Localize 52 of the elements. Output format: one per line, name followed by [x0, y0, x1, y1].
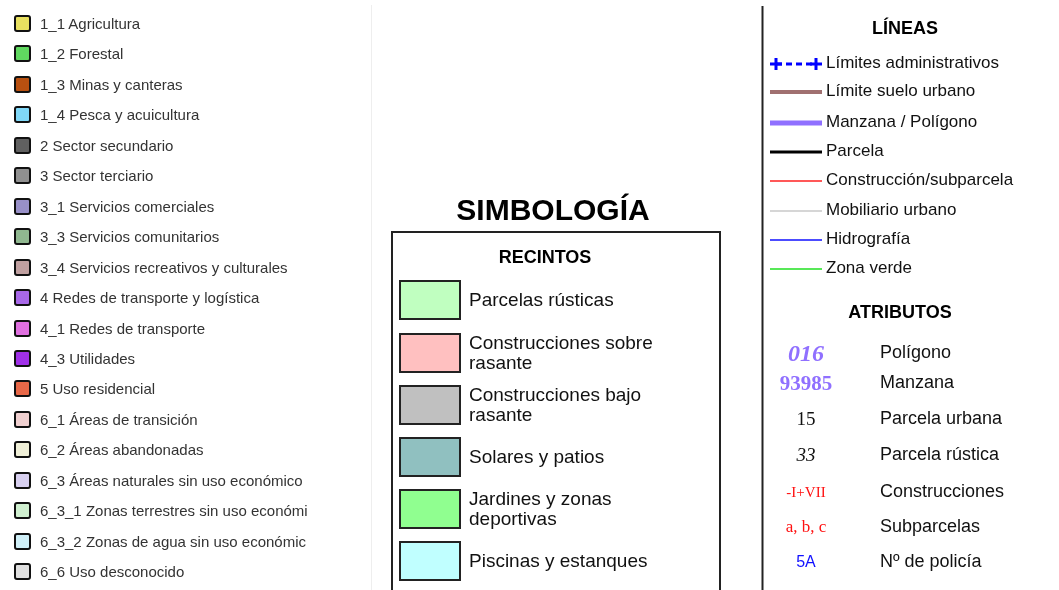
- section-heading: LÍNEAS: [871, 18, 939, 39]
- legend-label: 1_3 Minas y canteras: [40, 75, 183, 94]
- attribute-sample: 15: [795, 407, 817, 431]
- legend-label: 3_1 Servicios comerciales: [40, 197, 215, 216]
- legend-label: 1_4 Pesca y acuicultura: [40, 106, 200, 125]
- legend-label: Piscinas y estanques: [469, 551, 649, 571]
- legend-label: 3 Sector terciario: [40, 167, 154, 186]
- legend-label: Manzana / Polígono: [826, 112, 978, 132]
- legend-label: 6_1 Áreas de transición: [40, 410, 198, 429]
- legend-label: Límites administrativos: [826, 53, 999, 73]
- title: SIMBOLOGÍA: [455, 193, 651, 227]
- legend-label: 5 Uso residencial: [40, 380, 156, 399]
- legend-label: 3_4 Servicios recreativos y culturales: [40, 258, 288, 277]
- legend-label: Solares y patios: [469, 447, 606, 467]
- legend-label: Zona verde: [826, 258, 912, 278]
- legend-label: 4_3 Utilidades: [40, 349, 136, 368]
- attribute-label: Subparcelas: [880, 516, 981, 536]
- legend-label: Parcela: [826, 141, 884, 161]
- attribute-sample: -I+VII: [785, 483, 827, 502]
- legend-label: Jardines y zonas deportivas: [469, 489, 613, 529]
- legend-label: 6_3 Áreas naturales sin uso económico: [40, 471, 303, 490]
- attribute-sample: 016: [787, 339, 825, 367]
- legend-label: 6_3_2 Zonas de agua sin uso económic: [40, 532, 306, 551]
- attribute-sample: 5A: [795, 552, 817, 572]
- attribute-sample: 93985: [778, 370, 834, 397]
- legend-label: 6_6 Uso desconocido: [40, 563, 185, 582]
- legend-label: Mobiliario urbano: [826, 200, 957, 220]
- attribute-label: Parcela urbana: [880, 408, 1003, 428]
- attribute-label: Polígono: [880, 342, 952, 362]
- attribute-label: Construcciones: [880, 481, 1005, 501]
- legend-label: 6_2 Áreas abandonadas: [40, 441, 204, 460]
- attribute-sample: a, b, c: [784, 516, 828, 538]
- legend-label: 4 Redes de transporte y logística: [40, 289, 260, 308]
- legend-label: Construcciones sobre rasante: [469, 333, 654, 373]
- section-heading: ATRIBUTOS: [847, 302, 953, 323]
- legend-panel: [391, 231, 721, 590]
- legend-label: 1_1 Agricultura: [40, 15, 141, 33]
- legend-label: 3_3 Servicios comunitarios: [40, 228, 220, 247]
- legend-label: Hidrografía: [826, 229, 911, 249]
- attribute-label: Manzana: [880, 372, 955, 392]
- attribute-label: Parcela rústica: [880, 444, 1000, 464]
- legend-label: 4_1 Redes de transporte: [40, 319, 206, 338]
- attribute-sample: 33: [795, 443, 817, 467]
- legend-label: 6_3_1 Zonas terrestres sin uso económi: [40, 502, 308, 521]
- legend-label: 1_2 Forestal: [40, 45, 124, 64]
- section-heading: RECINTOS: [497, 247, 593, 268]
- legend-label: Parcelas rústicas: [469, 290, 615, 310]
- legend-label: Construcciones bajo rasante: [469, 385, 643, 425]
- attribute-label: Nº de policía: [880, 551, 982, 571]
- legend-label: 2 Sector secundario: [40, 136, 174, 155]
- legend-label: Construcción/subparcela: [826, 170, 1014, 190]
- legend-label: Límite suelo urbano: [826, 81, 976, 101]
